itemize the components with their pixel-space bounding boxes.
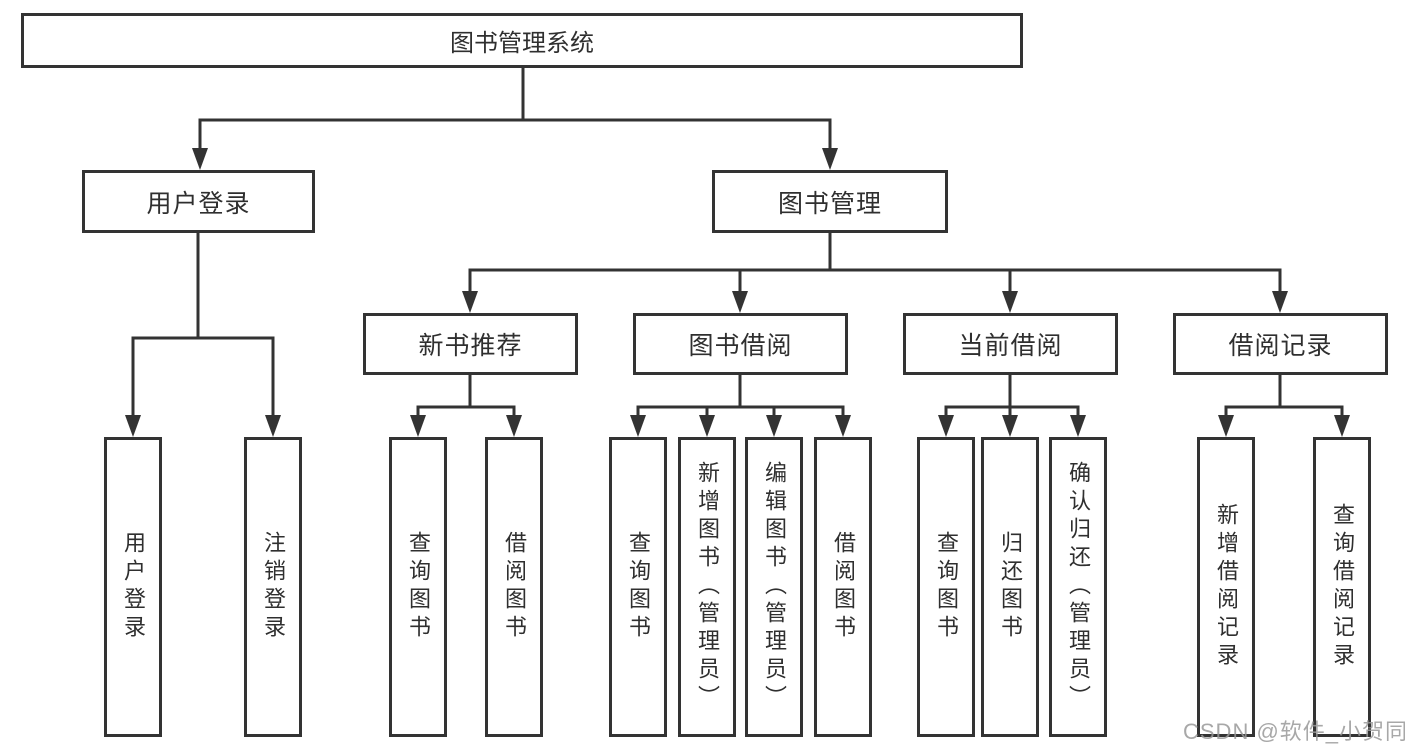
leaf-query-books-current-label: 查询图书 xyxy=(934,531,959,643)
leaf-borrow-books-recommend: 借阅图书 xyxy=(485,437,543,737)
node-borrowing-records-label: 借阅记录 xyxy=(1228,332,1333,360)
leaf-add-books-admin-label: 新增图书（管理员） xyxy=(695,461,720,713)
leaf-query-borrow-record-label: 查询借阅记录 xyxy=(1330,503,1355,671)
node-current-borrowing-label: 当前借阅 xyxy=(958,332,1063,360)
leaf-add-books-admin: 新增图书（管理员） xyxy=(678,437,736,737)
leaf-user-login: 用户登录 xyxy=(104,437,162,737)
node-current-borrowing: 当前借阅 xyxy=(903,313,1118,375)
leaf-confirm-return-admin: 确认归还（管理员） xyxy=(1049,437,1107,737)
watermark: CSDN @软件_小贺同学 xyxy=(1183,719,1405,744)
node-root: 图书管理系统 xyxy=(21,13,1023,68)
leaf-logout-login: 注销登录 xyxy=(244,437,302,737)
leaf-edit-books-admin: 编辑图书（管理员） xyxy=(745,437,803,737)
leaf-query-books-borrow: 查询图书 xyxy=(609,437,667,737)
leaf-return-books: 归还图书 xyxy=(981,437,1039,737)
node-root-label: 图书管理系统 xyxy=(450,30,594,57)
leaf-borrow-books: 借阅图书 xyxy=(814,437,872,737)
leaf-user-login-label: 用户登录 xyxy=(121,531,146,643)
leaf-borrow-books-label: 借阅图书 xyxy=(831,531,856,643)
leaf-return-books-label: 归还图书 xyxy=(998,531,1023,643)
leaf-query-books-recommend-label: 查询图书 xyxy=(406,531,431,643)
node-book-borrowing-label: 图书借阅 xyxy=(688,332,793,360)
leaf-add-borrow-record: 新增借阅记录 xyxy=(1197,437,1255,737)
leaf-confirm-return-admin-label: 确认归还（管理员） xyxy=(1066,461,1091,713)
node-book-management: 图书管理 xyxy=(712,170,948,233)
leaf-edit-books-admin-label: 编辑图书（管理员） xyxy=(762,461,787,713)
node-user-login-label: 用户登录 xyxy=(146,189,251,218)
node-new-book-recommendation-label: 新书推荐 xyxy=(418,332,523,360)
leaf-borrow-books-recommend-label: 借阅图书 xyxy=(502,531,527,643)
leaf-query-borrow-record: 查询借阅记录 xyxy=(1313,437,1371,737)
node-new-book-recommendation: 新书推荐 xyxy=(363,313,578,375)
node-book-management-label: 图书管理 xyxy=(777,189,882,218)
leaf-add-borrow-record-label: 新增借阅记录 xyxy=(1214,503,1239,671)
node-book-borrowing: 图书借阅 xyxy=(633,313,848,375)
leaf-query-books-recommend: 查询图书 xyxy=(389,437,447,737)
leaf-query-books-borrow-label: 查询图书 xyxy=(626,531,651,643)
node-borrowing-records: 借阅记录 xyxy=(1173,313,1388,375)
leaf-logout-login-label: 注销登录 xyxy=(261,531,286,643)
node-user-login: 用户登录 xyxy=(82,170,315,233)
leaf-query-books-current: 查询图书 xyxy=(917,437,975,737)
